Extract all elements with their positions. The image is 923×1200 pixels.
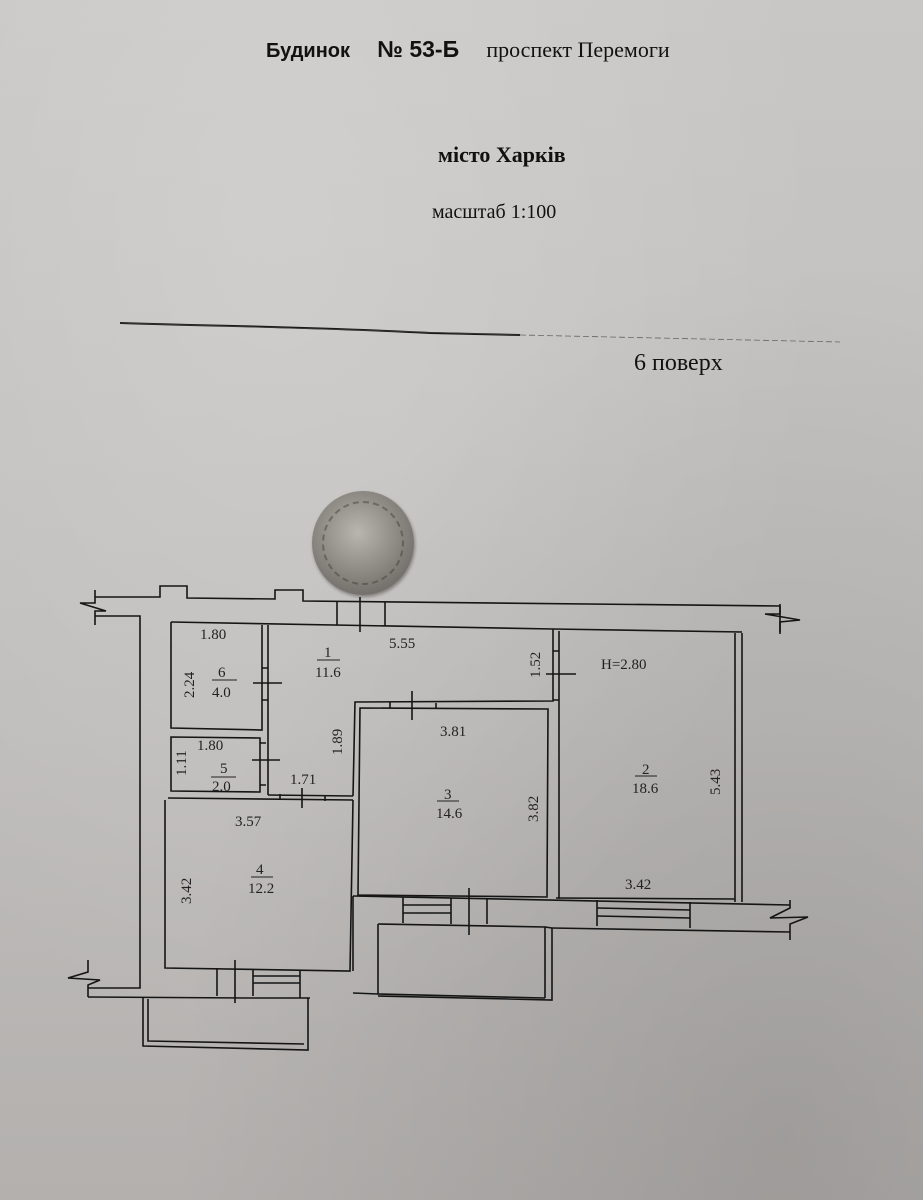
wax-seal xyxy=(312,491,414,595)
room-2-length: 5.43 xyxy=(708,769,724,795)
room-1-depth: 1.52 xyxy=(528,652,544,678)
room-5-length: 1.11 xyxy=(174,750,190,776)
room-4-width: 3.57 xyxy=(235,814,262,830)
room-2-number: 2 xyxy=(642,762,650,778)
document-title: Будинок № 53-Б проспект Перемоги xyxy=(266,36,670,63)
room-1-number: 1 xyxy=(324,645,332,661)
ceiling-height: H=2.80 xyxy=(601,657,647,673)
street-name: проспект Перемоги xyxy=(486,37,670,62)
room-3-area: 14.6 xyxy=(436,806,463,822)
room-1-corridor-length: 1.89 xyxy=(330,729,346,755)
room-4-area: 12.2 xyxy=(248,881,274,897)
room-3-width: 3.81 xyxy=(440,724,466,740)
scale-label: масштаб 1:100 xyxy=(432,201,557,223)
room-1-width: 5.55 xyxy=(389,636,415,652)
room-6-length: 2.24 xyxy=(182,671,198,698)
room-2-width: 3.42 xyxy=(625,877,651,893)
room-4-length: 3.42 xyxy=(179,878,195,904)
building-label: Будинок xyxy=(266,40,351,62)
floor-label: 6 поверх xyxy=(634,350,723,376)
room-2-area: 18.6 xyxy=(632,781,659,797)
room-3-number: 3 xyxy=(444,787,452,803)
room-6-width: 1.80 xyxy=(200,627,226,643)
room-1-area: 11.6 xyxy=(315,665,341,681)
room-3-length: 3.82 xyxy=(526,796,542,822)
room-1-corridor-width: 1.71 xyxy=(290,772,316,788)
room-4-number: 4 xyxy=(256,862,264,878)
room-5-width: 1.80 xyxy=(197,738,223,754)
header-divider xyxy=(119,322,841,343)
room-5-number: 5 xyxy=(220,761,228,777)
city-name: місто Харків xyxy=(438,142,566,167)
building-number: № 53-Б xyxy=(377,36,460,62)
room-6-area: 4.0 xyxy=(212,685,231,701)
room-6-number: 6 xyxy=(218,665,226,681)
room-5-area: 2.0 xyxy=(212,779,231,795)
